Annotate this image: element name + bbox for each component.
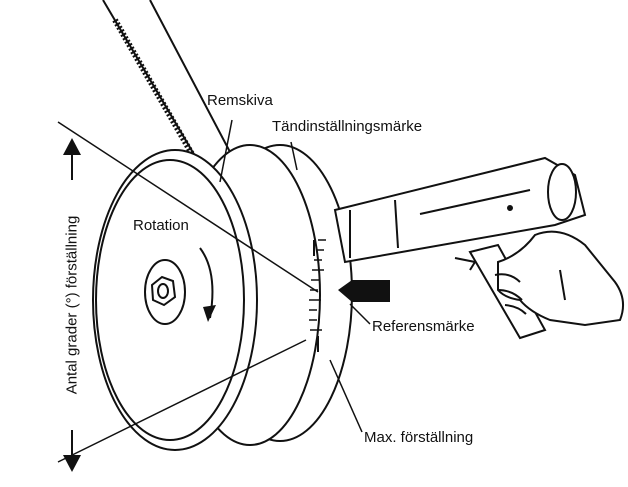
hand-icon — [494, 230, 625, 327]
rotation-arrowhead-icon — [203, 305, 216, 322]
max-leader — [329, 359, 363, 433]
nut-icon — [144, 259, 186, 325]
rotation-label: Rotation — [133, 217, 189, 234]
referens-leader — [349, 303, 371, 325]
remskiva-leader — [219, 119, 233, 183]
pulley-label: Remskiva — [207, 92, 273, 109]
degrees-advance-label: Antal grader (°) förställning — [63, 215, 81, 395]
timing-mark-label: Tändinställningsmärke — [272, 118, 423, 135]
pulley — [92, 144, 353, 451]
angle-line-upper — [57, 121, 319, 293]
reference-mark-label: Referensmärke — [372, 318, 475, 335]
max-advance-label: Max. förställning — [364, 429, 474, 446]
reference-arrow-icon — [338, 280, 390, 302]
degree-arrows-icon — [63, 138, 81, 472]
timing-mark-line — [290, 141, 298, 171]
angle-line-lower — [57, 339, 307, 463]
